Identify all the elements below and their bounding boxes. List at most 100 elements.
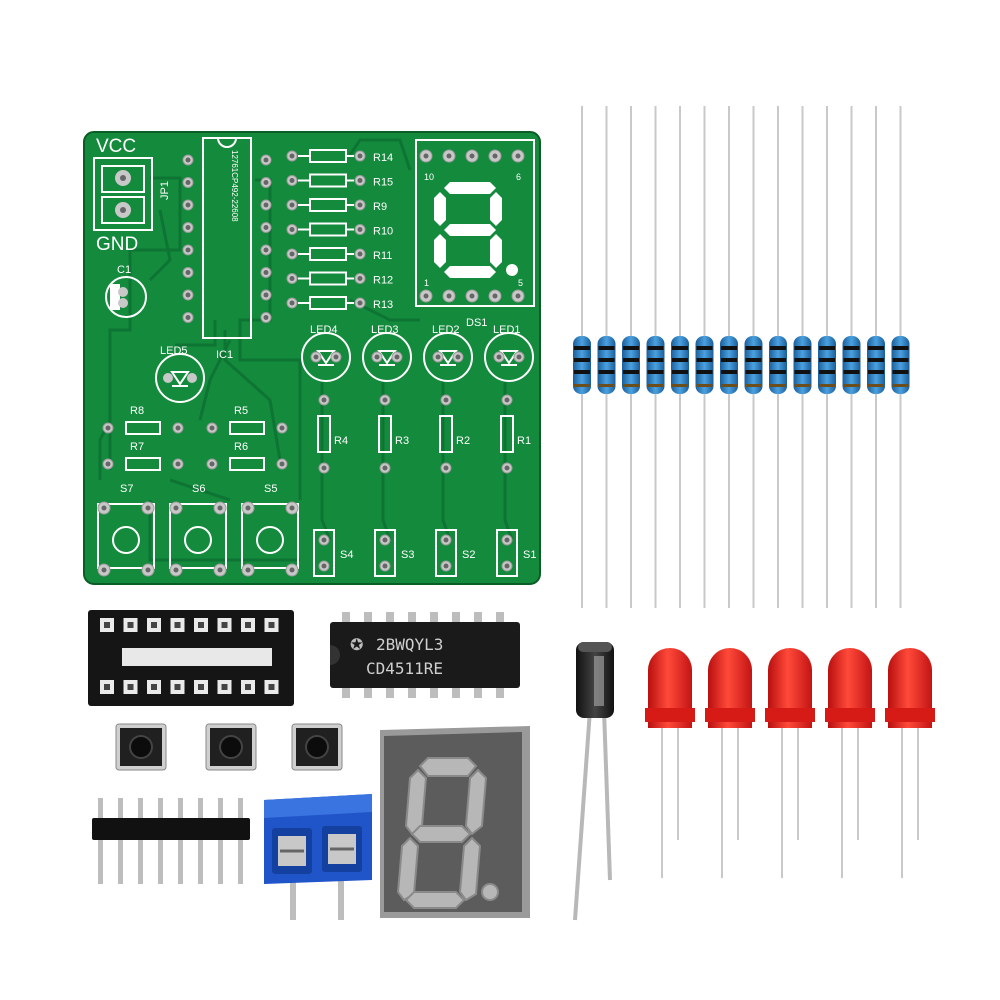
resistor-band xyxy=(623,346,639,350)
resistor-outline xyxy=(125,457,161,471)
switch-label-s7: S7 xyxy=(120,483,133,495)
pad-hole xyxy=(289,227,295,232)
resistor-band xyxy=(843,384,860,387)
ds1-seven-segment-drawing xyxy=(434,182,518,278)
resistor-band xyxy=(794,370,811,374)
resistor-band xyxy=(647,370,664,374)
pcb-board: VCC GND JP1 C1 12761CP492-22608 IC1 R14R… xyxy=(83,131,541,585)
resistor-band xyxy=(598,358,615,362)
chip-leg xyxy=(364,612,372,624)
chip-legs xyxy=(342,612,504,698)
resistor-band xyxy=(721,358,737,362)
ic1-pads xyxy=(182,154,272,323)
resistor-outline xyxy=(500,415,514,453)
ic-socket xyxy=(88,610,294,706)
pad-hole xyxy=(289,505,295,511)
header-body xyxy=(92,818,250,840)
switch-outline xyxy=(97,503,155,569)
resistor-label-r10: R10 xyxy=(373,226,393,238)
resistor-band xyxy=(745,370,762,374)
resistor-band xyxy=(721,370,737,374)
resistor-band xyxy=(770,358,786,362)
resistor-band xyxy=(868,358,884,362)
pad-hole xyxy=(333,354,339,360)
seven-segment-display xyxy=(380,726,530,918)
pad-hole xyxy=(423,293,429,299)
pad-hole xyxy=(443,537,449,543)
pad-hole xyxy=(382,397,388,403)
cd4511-chip: ✪ 2BWQYL3 CD4511RE xyxy=(330,612,520,698)
pad-hole xyxy=(185,247,191,253)
resistor-label-r11: R11 xyxy=(373,250,392,262)
pad-hole xyxy=(105,461,111,467)
resistor-outline xyxy=(229,457,265,471)
resistor-label-r3: R3 xyxy=(395,435,409,447)
pad-hole xyxy=(263,202,269,208)
switch-circle xyxy=(184,526,212,554)
switch-outline xyxy=(496,529,518,577)
resistor-band xyxy=(721,346,737,350)
pad-hole xyxy=(263,247,269,253)
pad-hole xyxy=(516,354,522,360)
resistor-body xyxy=(818,336,836,394)
button-cap xyxy=(305,735,329,759)
pad-hole xyxy=(263,225,269,230)
header-pin xyxy=(118,798,123,884)
resistor-band xyxy=(770,384,786,387)
header-pin xyxy=(138,798,143,884)
resistor-band xyxy=(892,384,909,387)
diode-symbol xyxy=(438,350,458,365)
resistor-band xyxy=(892,358,909,362)
resistor-body xyxy=(842,336,861,394)
pad-hole xyxy=(504,465,510,471)
pad-hole xyxy=(394,354,400,360)
pad-hole xyxy=(101,505,107,511)
led-outline xyxy=(423,332,473,382)
pad-hole xyxy=(263,270,269,275)
resistor-band xyxy=(819,370,835,374)
resistor-band xyxy=(843,346,860,350)
resistor-body xyxy=(597,336,616,394)
resistor-band xyxy=(623,358,639,362)
pad-hole xyxy=(357,276,363,281)
c1-label: C1 xyxy=(117,264,131,276)
led-outline xyxy=(484,332,534,382)
resistor-band xyxy=(794,346,811,350)
resistor-band xyxy=(892,346,909,350)
pin-header xyxy=(92,798,250,884)
switch-outline xyxy=(435,529,457,577)
pad-hole xyxy=(279,461,285,467)
resistor-label-r1: R1 xyxy=(517,435,531,447)
ds1-footprint xyxy=(415,139,535,307)
resistor-band xyxy=(672,370,688,374)
switch-label-s5: S5 xyxy=(264,483,277,495)
chip-leg xyxy=(496,612,504,624)
chip-leg xyxy=(452,686,460,698)
pad-hole xyxy=(321,537,327,543)
pad-hole xyxy=(145,567,151,573)
pad-hole xyxy=(263,180,269,185)
pad-hole xyxy=(289,276,295,281)
resistor-body xyxy=(867,336,885,394)
led-flange xyxy=(645,708,695,722)
resistor-band xyxy=(623,384,639,387)
pad-hole xyxy=(217,567,223,573)
pad-hole xyxy=(289,567,295,573)
screw-terminal-block xyxy=(264,794,372,920)
pad-hole xyxy=(515,293,521,299)
resistor-band xyxy=(598,370,615,374)
pad-hole xyxy=(279,425,285,431)
pad-hole xyxy=(443,397,449,403)
resistor-band xyxy=(696,384,713,387)
button-cap xyxy=(219,735,243,759)
resistor-band xyxy=(696,370,713,374)
ti-logo-icon: ✪ xyxy=(350,637,363,654)
resistor-body xyxy=(671,336,689,394)
ic-code-label: 12761CP492-22608 xyxy=(230,150,239,222)
resistor-body xyxy=(695,336,714,394)
ds1-pin5-label: 5 xyxy=(518,278,523,288)
pad-hole xyxy=(374,354,380,360)
